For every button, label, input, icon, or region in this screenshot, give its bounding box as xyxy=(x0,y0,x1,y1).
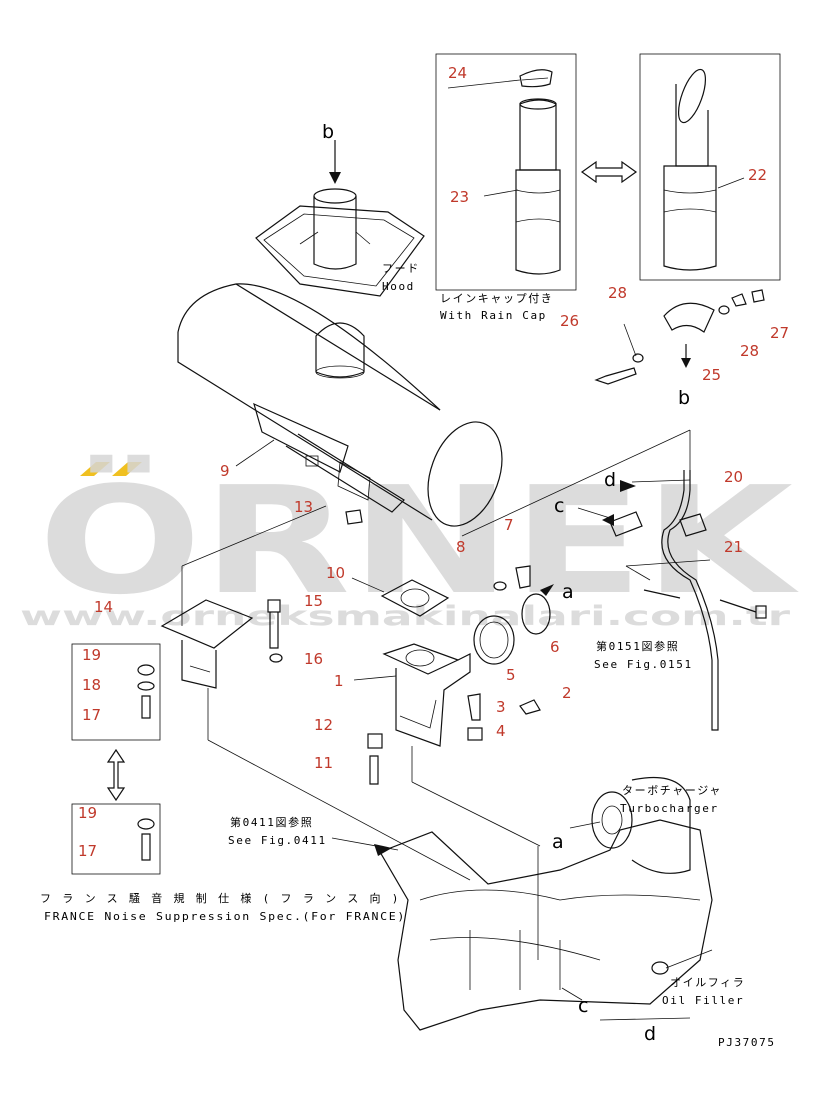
france-label-en: FRANCE Noise Suppression Spec.(For FRANC… xyxy=(44,910,406,923)
part-6-seal xyxy=(521,593,551,635)
engine-block xyxy=(379,776,713,1031)
pipe-clamp-hardware xyxy=(594,289,765,385)
letter-a-seal: a xyxy=(562,581,574,603)
part-1-elbow xyxy=(382,643,471,747)
letter-b-hood: b xyxy=(322,121,334,143)
part-number-23: 23 xyxy=(450,188,469,206)
part-number-16: 16 xyxy=(304,650,323,668)
part-number-26: 26 xyxy=(560,312,579,330)
straight-pipe-inset xyxy=(639,53,781,281)
letter-c-engine: c xyxy=(578,995,588,1017)
part-number-14: 14 xyxy=(94,598,113,616)
part-15-bolt xyxy=(267,599,283,663)
rain-cap-label-en: With Rain Cap xyxy=(440,309,547,322)
inset-swap-arrow xyxy=(106,748,126,802)
small-hardware xyxy=(367,565,541,785)
bolt-inset-top xyxy=(71,643,161,741)
hood-label-jp: フード xyxy=(382,262,420,275)
watermark-accent-mark xyxy=(80,462,142,476)
part-number-20: 20 xyxy=(724,468,743,486)
part-number-1: 1 xyxy=(334,672,344,690)
part-5-clamp xyxy=(473,615,515,665)
part-number-17: 17 xyxy=(82,706,101,724)
swap-arrow xyxy=(580,160,638,184)
part-number-28-second: 28 xyxy=(740,342,759,360)
watermark-url: www.orneksmakinalari.com.tr xyxy=(20,601,791,632)
watermark: ÖRNEK www.orneksmakinalari.com.tr xyxy=(20,454,800,632)
air-tube xyxy=(609,470,767,731)
part-number-25: 25 xyxy=(702,366,721,384)
ref-0411-label-en: See Fig.0411 xyxy=(228,834,327,847)
leader-lines xyxy=(181,79,745,1021)
part-number-19: 19 xyxy=(82,646,101,664)
part-number-12: 12 xyxy=(314,716,333,734)
part-number-17-second: 17 xyxy=(78,842,97,860)
part-number-labels: 24 23 22 28 26 27 28 25 9 20 13 7 8 21 1… xyxy=(78,64,789,860)
part-number-7: 7 xyxy=(504,516,514,534)
france-label-jp: フランス騒音規制仕様(フランス向) xyxy=(40,891,400,905)
part-number-2: 2 xyxy=(562,684,572,702)
part-number-6: 6 xyxy=(550,638,560,656)
ref-0151-label-en: See Fig.0151 xyxy=(594,658,693,671)
connection-letters: b b d c a a c d xyxy=(322,121,690,1045)
hood-label-en: Hood xyxy=(382,280,415,293)
part-10-gasket xyxy=(380,579,450,617)
bolt-inset-bottom xyxy=(71,803,161,875)
part-number-9: 9 xyxy=(220,462,230,480)
watermark-brand: ÖRNEK xyxy=(38,454,800,627)
part-number-11: 11 xyxy=(314,754,333,772)
part-number-4: 4 xyxy=(496,722,506,740)
hood xyxy=(255,140,425,297)
part-14-bracket xyxy=(160,599,254,689)
part-number-3: 3 xyxy=(496,698,506,716)
letter-d-engine: d xyxy=(644,1023,656,1045)
part-number-22: 22 xyxy=(748,166,767,184)
oil-filler-label-en: Oil Filler xyxy=(662,994,744,1007)
letter-c-tube: c xyxy=(554,495,564,517)
part-number-13: 13 xyxy=(294,498,313,516)
text-labels: フード Hood レインキャップ付き With Rain Cap 第0151図参… xyxy=(40,262,776,1049)
rain-cap-inset xyxy=(435,53,577,291)
turbo-label-jp: ターボチャージャ xyxy=(622,784,722,797)
part-13-nut xyxy=(345,509,363,525)
part-number-24: 24 xyxy=(448,64,467,82)
part-number-19-second: 19 xyxy=(78,804,97,822)
muffler xyxy=(177,283,503,527)
part-number-27: 27 xyxy=(770,324,789,342)
part-number-28: 28 xyxy=(608,284,627,302)
letter-a-turbo: a xyxy=(552,831,564,853)
part-number-8: 8 xyxy=(456,538,466,556)
ref-0151-label-jp: 第0151図参照 xyxy=(596,639,679,653)
letter-d-tube: d xyxy=(604,469,616,491)
drawing-code: PJ37075 xyxy=(718,1036,776,1049)
part-number-10: 10 xyxy=(326,564,345,582)
part-number-5: 5 xyxy=(506,666,516,684)
turbo-label-en: Turbocharger xyxy=(620,802,719,815)
letter-b-clamp: b xyxy=(678,387,690,409)
part-number-15: 15 xyxy=(304,592,323,610)
part-number-21: 21 xyxy=(724,538,743,556)
rain-cap-label-jp: レインキャップ付き xyxy=(440,292,553,305)
part-number-18: 18 xyxy=(82,676,101,694)
oil-filler-label-jp: オイルフィラ xyxy=(670,976,745,989)
ref-0411-label-jp: 第0411図参照 xyxy=(230,815,313,829)
